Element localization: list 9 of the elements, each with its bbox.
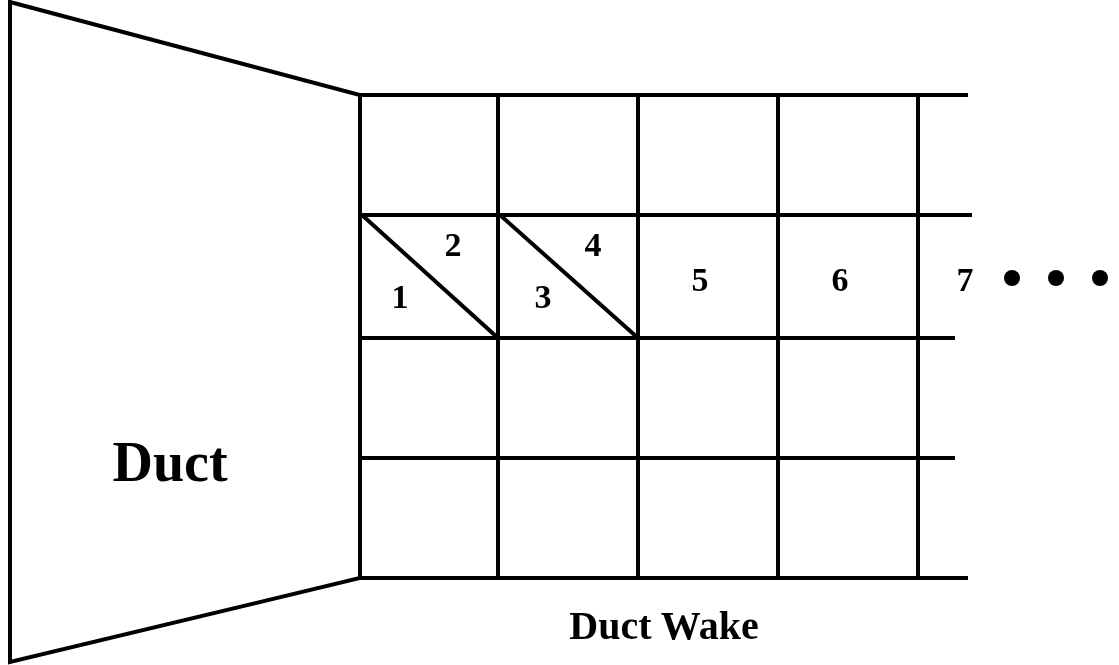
caption: Duct Wake xyxy=(569,606,759,646)
cell-number: 5 xyxy=(691,263,709,297)
cell-number: 6 xyxy=(831,263,849,297)
cell-number: 7 xyxy=(956,263,974,297)
cell-number: 4 xyxy=(584,228,602,262)
duct-label: Duct xyxy=(112,434,228,490)
cell-number: 2 xyxy=(444,228,462,262)
cell-number: 1 xyxy=(391,280,409,314)
cell-number: 3 xyxy=(534,280,552,314)
